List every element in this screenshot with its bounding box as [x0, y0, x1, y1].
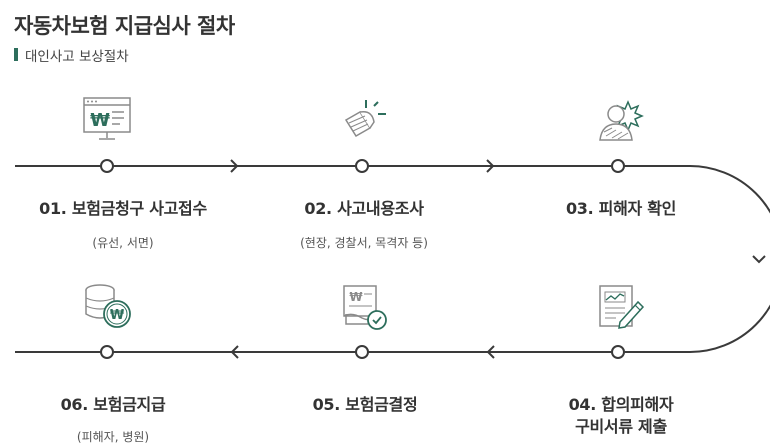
siren-light-icon: [344, 100, 386, 138]
page-title: 자동차보험 지급심사 절차: [14, 14, 235, 38]
step-01-title: 01. 보험금청구 사고접수: [39, 199, 207, 218]
step-02-note: (현장, 경찰서, 목격자 등): [300, 236, 428, 250]
svg-text:₩: ₩: [90, 110, 110, 131]
step-node-03: [611, 159, 625, 173]
step-04-title-line2: 구비서류 제출: [575, 417, 667, 436]
arrow-down-icon: [752, 255, 766, 264]
svg-text:₩: ₩: [349, 290, 363, 304]
step-05-title: 05. 보험금결정: [312, 395, 418, 414]
flow-line: [15, 165, 770, 353]
arrow-right-icon: [230, 159, 239, 173]
monitor-won-icon: ₩: [83, 97, 131, 140]
coins-won-icon: ₩: [85, 284, 131, 328]
document-won-check-icon: ₩: [343, 285, 387, 330]
arrow-left-icon: [486, 345, 495, 359]
step-node-01: [100, 159, 114, 173]
arrow-left-icon: [230, 345, 239, 359]
step-06-note: (피해자, 병원): [76, 430, 150, 444]
step-node-04: [611, 345, 625, 359]
step-04-title: 04. 합의피해자 구비서류 제출: [501, 394, 741, 438]
step-node-05: [355, 345, 369, 359]
svg-text:₩: ₩: [110, 308, 125, 323]
section-subtitle: 대인사고 보상절차: [14, 45, 129, 65]
step-03-title: 03. 피해자 확인: [565, 199, 677, 218]
injured-person-icon: [599, 100, 644, 141]
step-01-note: (유선, 서면): [92, 236, 154, 250]
document-pen-icon: [599, 285, 645, 329]
step-02-title: 02. 사고내용조사: [304, 199, 424, 218]
step-06-title: 06. 보험금지급: [60, 395, 166, 414]
step-node-06: [100, 345, 114, 359]
step-04-title-line1: 04. 합의피해자: [568, 395, 674, 414]
arrow-right-icon: [486, 159, 495, 173]
step-node-02: [355, 159, 369, 173]
